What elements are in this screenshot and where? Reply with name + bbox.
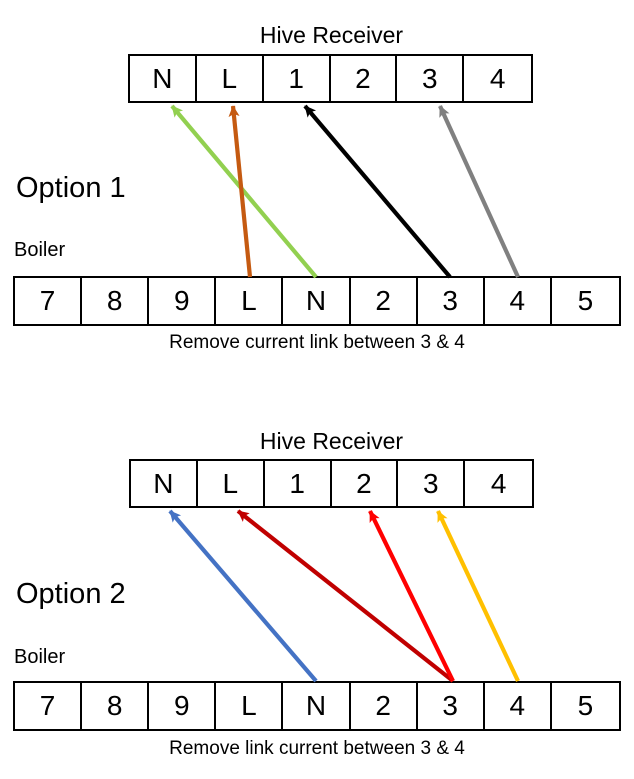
- boiler-cell-option-2[interactable]: 9: [149, 683, 217, 729]
- connection-option2-boiler-N-to-hive-N: [168, 509, 318, 683]
- hive-cell-option-1[interactable]: 1: [264, 56, 331, 101]
- hive-cell-option-1[interactable]: 2: [331, 56, 398, 101]
- boiler-cell-option-2[interactable]: L: [216, 683, 284, 729]
- boiler-cell-option-1[interactable]: 8: [82, 278, 150, 324]
- boiler-cell-option-2[interactable]: N: [283, 683, 351, 729]
- boiler-cell-option-1[interactable]: N: [283, 278, 351, 324]
- boiler-cell-option-1[interactable]: L: [216, 278, 284, 324]
- connection-option2-boiler-3-to-hive-L: [236, 509, 455, 683]
- boiler-cell-option-1[interactable]: 7: [15, 278, 83, 324]
- hive-cell-option-2[interactable]: L: [198, 461, 265, 506]
- connection-option2-boiler-3-to-hive-2: [368, 510, 455, 682]
- hive-receiver-title-option-1: Hive Receiver: [259, 22, 404, 48]
- boiler-cell-option-1[interactable]: 5: [577, 285, 594, 316]
- hive-cell-option-1[interactable]: N: [130, 56, 197, 101]
- caption-option-2: Remove link current between 3 & 4: [169, 738, 465, 759]
- boiler-row-option-1: 7 8 9 L N 2 3 4 5: [13, 276, 621, 326]
- boiler-cell-option-2[interactable]: 7: [15, 683, 83, 729]
- caption-option-1: Remove current link between 3 & 4: [169, 332, 465, 353]
- boiler-label-option-1: Boiler: [14, 239, 66, 261]
- boiler-cell-option-1[interactable]: 2: [351, 278, 418, 324]
- boiler-cell-option-1[interactable]: 4: [485, 278, 552, 324]
- hive-cell-option-2[interactable]: 2: [332, 461, 399, 506]
- connection-option1-boiler-L-to-hive-L: [228, 105, 253, 278]
- boiler-cell-option-2[interactable]: 3: [418, 683, 485, 729]
- hive-cell-option-1[interactable]: 3: [397, 56, 465, 101]
- option-1-label: Option 1: [16, 172, 126, 204]
- option-2-label: Option 2: [16, 578, 126, 610]
- hive-cell-option-2[interactable]: 1: [265, 461, 332, 506]
- boiler-cell-option-2[interactable]: 5: [577, 690, 594, 721]
- boiler-cell-option-2[interactable]: 2: [351, 683, 418, 729]
- connection-option1-boiler-4-to-hive-3: [438, 105, 520, 278]
- boiler-cell-option-1[interactable]: 3: [418, 278, 485, 324]
- hive-receiver-row-option-1: N L 1 2 3 4: [128, 54, 533, 103]
- connection-option2-boiler-4-to-hive-3: [436, 510, 520, 682]
- boiler-cell-option-2[interactable]: 8: [82, 683, 150, 729]
- connection-option1-boiler-N-to-hive-N: [170, 104, 318, 279]
- boiler-row-option-2: 7 8 9 L N 2 3 4 5: [13, 681, 621, 731]
- hive-cell-option-1[interactable]: 4: [489, 62, 506, 94]
- hive-receiver-row-option-2: N L 1 2 3 4: [129, 459, 534, 508]
- boiler-cell-option-2[interactable]: 4: [485, 683, 552, 729]
- hive-cell-option-2[interactable]: 4: [490, 467, 507, 499]
- hive-cell-option-2[interactable]: 3: [398, 461, 466, 506]
- hive-cell-option-1[interactable]: L: [197, 56, 264, 101]
- hive-receiver-title-option-2: Hive Receiver: [259, 428, 404, 454]
- hive-cell-option-2[interactable]: N: [131, 461, 198, 506]
- boiler-label-option-2: Boiler: [14, 646, 66, 668]
- boiler-cell-option-1[interactable]: 9: [149, 278, 217, 324]
- connection-option1-boiler-3-to-hive-1: [303, 104, 452, 279]
